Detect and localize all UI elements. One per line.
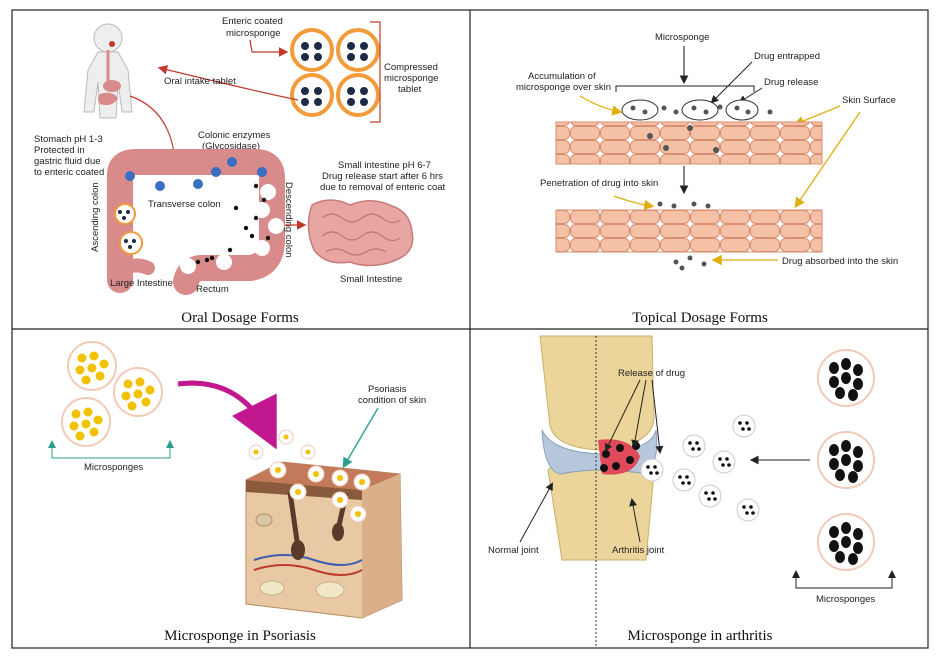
label-skin-surface: Skin Surface — [842, 95, 896, 106]
arrow-accumulation — [579, 95, 623, 116]
arrow-release-2 — [631, 379, 647, 448]
label-stomach-3: gastric fluid due — [34, 156, 101, 167]
arrow-normal-joint — [519, 482, 553, 543]
label-small-2: Drug release start after 6 hrs — [322, 171, 443, 182]
label-drug-entrapped: Drug entrapped — [754, 51, 820, 62]
label-release: Release of drug — [618, 368, 685, 379]
panel-psoriasis: Microsponges Psoriasis condition of skin — [48, 341, 426, 644]
large-microsponge — [817, 513, 875, 571]
arrow-oral-intake — [157, 65, 299, 101]
label-psoriasis-2: condition of skin — [358, 395, 426, 406]
bracket-arthritis — [795, 582, 893, 589]
arrow-magenta — [177, 380, 277, 450]
panel-topical: Microsponge Drug entrapped Drug release … — [516, 32, 898, 326]
arrow-penetration — [613, 195, 655, 211]
small-microsponges — [640, 414, 760, 522]
label-ascending: Ascending colon — [90, 182, 101, 252]
label-colonic-2: (Glycosidase) — [202, 141, 260, 152]
drug-particles-in-skin — [647, 125, 719, 153]
bracket-microsponge — [615, 85, 755, 92]
label-normal-joint: Normal joint — [488, 545, 539, 556]
arrow-drug-entrapped — [710, 61, 753, 104]
yellow-microsponge — [61, 397, 111, 447]
label-compressed-1: Compressed — [384, 62, 438, 73]
microsponges-on-skin — [621, 99, 773, 121]
arrow-release-1 — [605, 379, 641, 452]
label-enteric-2: microsponge — [226, 28, 280, 39]
compressed-tablet — [290, 21, 381, 123]
arrow-release-3 — [651, 379, 664, 454]
caption-topical: Topical Dosage Forms — [632, 310, 768, 326]
label-oral-intake: Oral intake tablet — [164, 76, 236, 87]
label-transverse: Transverse colon — [148, 199, 221, 210]
caption-psoriasis: Microsponge in Psoriasis — [164, 628, 316, 644]
bracket-microsponges — [51, 452, 171, 459]
label-stomach-1: Stomach pH 1-3 — [34, 134, 103, 145]
enteric-microsponge — [290, 73, 334, 117]
knee-joint-illustration — [539, 335, 658, 648]
arrow-arthritis-joint — [629, 498, 641, 543]
label-accum-2: microsponge over skin — [516, 82, 611, 93]
enteric-microsponge — [290, 28, 334, 72]
skin-cross-section — [245, 461, 403, 619]
label-small-intestine: Small Intestine — [340, 274, 402, 285]
arrow-psoriasis — [342, 407, 379, 469]
label-microsponges-arthritis: Microsponges — [816, 594, 875, 605]
label-colonic-1: Colonic enzymes — [198, 130, 271, 141]
label-stomach-4: to enteric coated — [34, 167, 104, 178]
enteric-microsponge — [336, 73, 380, 117]
label-compressed-2: microsponge — [384, 73, 438, 84]
panel-oral: Enteric coated microsponge Compressed mi… — [34, 16, 446, 326]
label-enteric-1: Enteric coated — [222, 16, 283, 27]
label-small-3: due to removal of enteric coat — [320, 182, 446, 193]
caption-oral: Oral Dosage Forms — [181, 310, 299, 326]
label-absorbed: Drug absorbed into the skin — [782, 256, 898, 267]
arrow-enteric — [249, 39, 289, 57]
colon-illustration — [107, 149, 285, 295]
label-rectum: Rectum — [196, 284, 229, 295]
arrow-skin-surface-1 — [793, 105, 841, 126]
yellow-microsponge — [113, 367, 163, 417]
label-stomach-2: Protected in — [34, 145, 85, 156]
label-accum-1: Accumulation of — [528, 71, 596, 82]
label-arthritis-joint: Arthritis joint — [612, 545, 665, 556]
label-penetration: Penetration of drug into skin — [540, 178, 658, 189]
arrow-skin-surface-2 — [794, 111, 861, 209]
enteric-microsponge — [336, 28, 380, 72]
small-intestine-illustration — [307, 199, 414, 267]
drug-particles-surface — [657, 201, 711, 209]
skin-layer-bottom — [555, 209, 823, 253]
yellow-microsponge — [67, 341, 117, 391]
caption-arthritis: Microsponge in arthritis — [628, 628, 773, 644]
label-psoriasis-1: Psoriasis — [368, 384, 407, 395]
label-microsponge: Microsponge — [655, 32, 709, 43]
large-microsponge — [817, 349, 875, 407]
label-descending: Descending colon — [283, 182, 294, 258]
label-large-intestine: Large Intestine — [110, 278, 173, 289]
label-microsponges-psoriasis: Microsponges — [84, 462, 143, 473]
label-drug-release: Drug release — [764, 77, 818, 88]
drug-absorbed-particles — [673, 255, 707, 271]
label-small-1: Small intestine pH 6-7 — [338, 160, 431, 171]
sponges-on-skin — [248, 429, 371, 523]
label-compressed-3: tablet — [398, 84, 422, 95]
panel-arthritis: Release of drug Normal joint Arthritis j… — [488, 335, 896, 648]
large-microsponge — [817, 431, 875, 489]
human-body-illustration — [83, 23, 133, 119]
